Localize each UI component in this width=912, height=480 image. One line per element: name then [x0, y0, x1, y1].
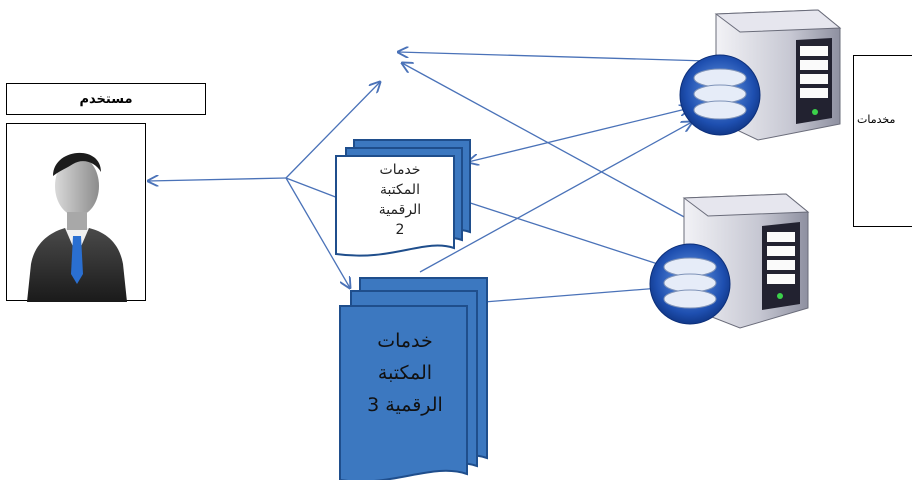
document-stack-3-icon — [339, 277, 488, 480]
doc2-line4: 2 — [395, 222, 405, 238]
doc2-line2: المكتبة — [380, 182, 420, 198]
database-2-icon — [649, 243, 731, 325]
user-label-box: مستخدم — [6, 83, 206, 115]
user-label: مستخدم — [79, 91, 133, 107]
doc2-line3: الرقمية — [378, 202, 422, 218]
services-box: مخدمات — [853, 55, 912, 227]
user-box — [6, 123, 146, 302]
database-1-icon — [679, 54, 761, 136]
document-stack-2-icon — [335, 139, 471, 257]
connector-arrows — [148, 52, 742, 303]
doc3-line3: الرقمية 3 — [367, 394, 443, 416]
arrow-top-server1 — [398, 52, 742, 62]
arrow-doc3-server1 — [419, 122, 692, 273]
document-3-label: خدمات المكتبة الرقمية 3 — [350, 325, 460, 421]
arrow-hub-doc3 — [285, 177, 350, 288]
user-avatar-icon — [27, 152, 127, 302]
arrow-hub-top — [285, 82, 380, 179]
doc3-line2: المكتبة — [377, 362, 433, 384]
doc3-line1: خدمات — [377, 330, 433, 352]
services-label: مخدمات — [857, 113, 896, 126]
doc2-line1: خدمات — [379, 162, 421, 178]
server-2-icon — [682, 193, 810, 329]
arrow-doc3-server2 — [483, 287, 661, 303]
arrow-user-hub — [148, 178, 287, 181]
document-2-label: خدمات المكتبة الرقمية 2 — [350, 160, 450, 240]
arrow-doc2-server1 — [468, 108, 690, 162]
